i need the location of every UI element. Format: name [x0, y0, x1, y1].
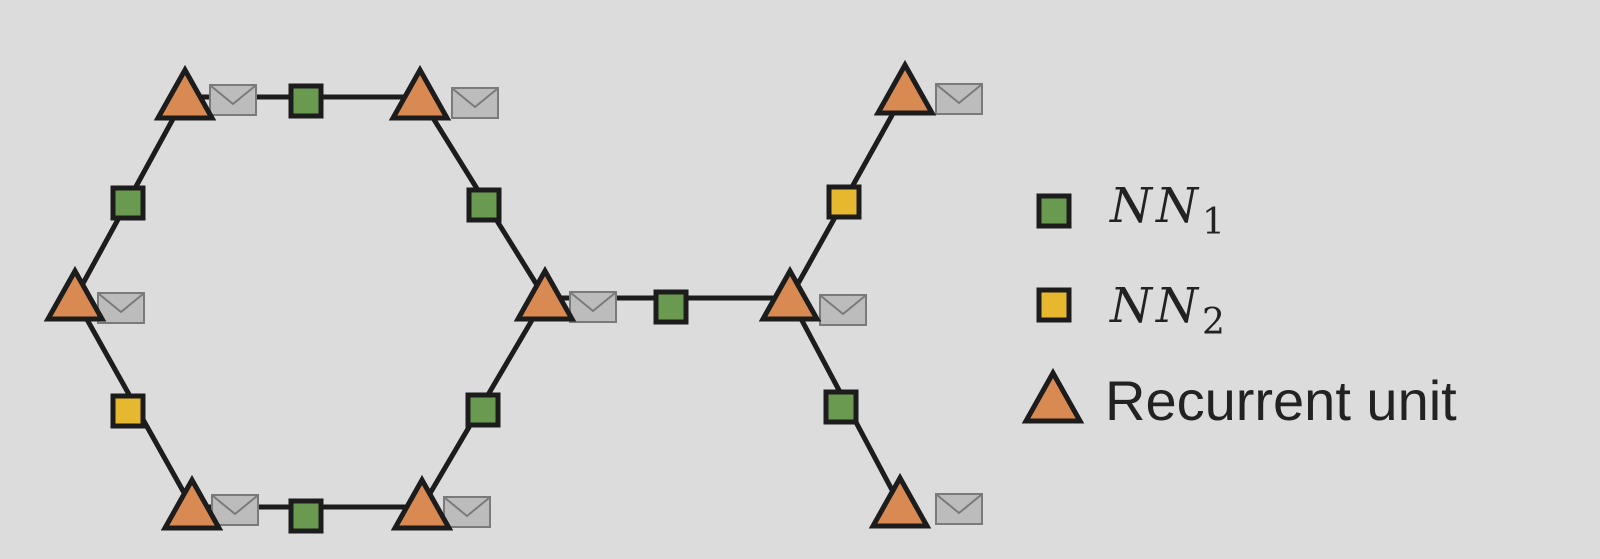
recurrent-unit-triangle-icon [868, 472, 932, 529]
recurrent-unit-triangle-icon [873, 59, 937, 116]
envelope-icon [935, 83, 983, 115]
nn1-square-icon [288, 498, 324, 534]
legend-nn1-label: NN1 [1110, 178, 1225, 243]
legend-recurrent-unit-label: Recurrent unit [1105, 369, 1457, 432]
envelope-icon [935, 493, 983, 525]
legend-nn2-square-icon [1036, 287, 1072, 323]
nn1-square-icon [110, 185, 146, 221]
envelope-icon [443, 496, 491, 528]
nn1-square-icon [288, 83, 324, 119]
nn2-square-icon [826, 184, 862, 220]
envelope-icon [451, 87, 499, 119]
envelope-icon [97, 292, 145, 324]
envelope-icon [569, 291, 617, 323]
recurrent-unit-triangle-icon [390, 474, 454, 531]
recurrent-unit-triangle-icon [43, 265, 107, 322]
nn1-square-icon [653, 289, 689, 325]
nn2-square-icon [110, 393, 146, 429]
envelope-icon [209, 84, 257, 116]
recurrent-unit-triangle-icon [153, 64, 217, 121]
recurrent-unit-triangle-icon [160, 474, 224, 531]
legend-recurrent-unit-triangle-icon [1021, 367, 1085, 424]
nn1-square-icon [465, 392, 501, 428]
nn1-square-icon [823, 389, 859, 425]
recurrent-unit-triangle-icon [758, 265, 822, 322]
envelope-icon [211, 494, 259, 526]
recurrent-unit-triangle-icon [513, 265, 577, 322]
legend-layer [1021, 193, 1085, 424]
nn1-square-icon [466, 187, 502, 223]
legend-nn1-square-icon [1036, 193, 1072, 229]
legend-nn2-label: NN2 [1110, 278, 1225, 343]
nodes-layer [43, 59, 983, 534]
envelope-icon [819, 294, 867, 326]
recurrent-unit-triangle-icon [388, 64, 452, 121]
